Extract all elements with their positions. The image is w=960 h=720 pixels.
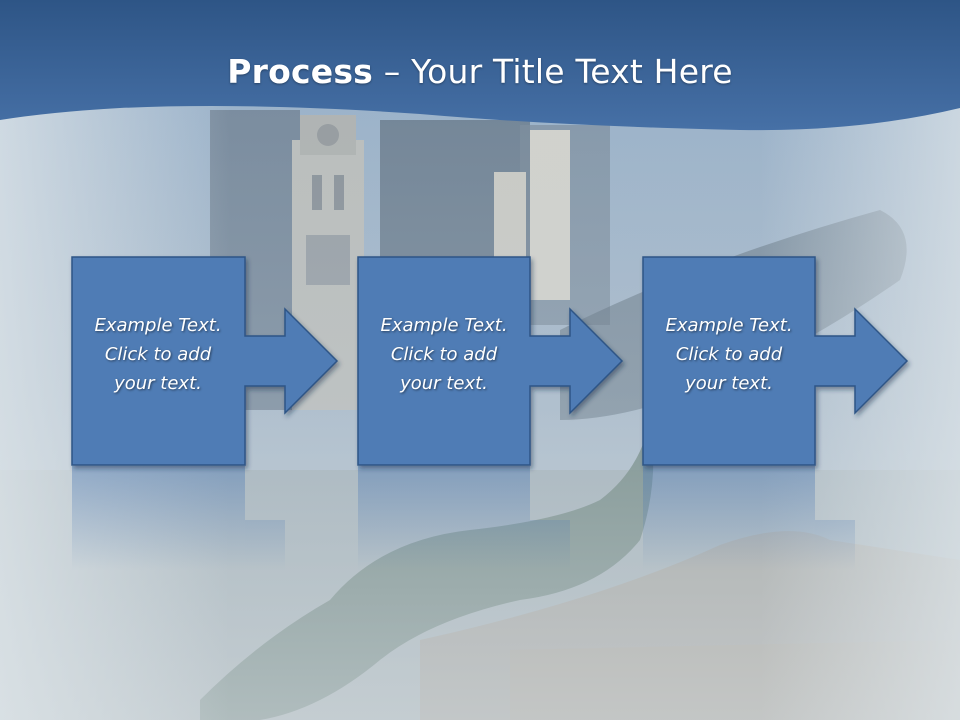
title-bold: Process <box>227 52 374 91</box>
step-3-text[interactable]: Example Text. Click to add your text. <box>643 311 815 398</box>
step-1-line-2: Click to add <box>104 344 212 365</box>
step-1-line-3: your text. <box>114 373 202 394</box>
title-rest: – Your Title Text Here <box>373 52 733 91</box>
step-3-line-2: Click to add <box>675 344 783 365</box>
step-1-line-1: Example Text. <box>94 315 222 336</box>
step-3-line-3: your text. <box>685 373 773 394</box>
slide-title[interactable]: Process – Your Title Text Here <box>0 52 960 91</box>
step-3-reflection <box>643 466 855 570</box>
step-2-line-3: your text. <box>400 373 488 394</box>
step-2-reflection <box>358 466 570 570</box>
step-2-line-1: Example Text. <box>380 315 508 336</box>
step-2-line-2: Click to add <box>390 344 498 365</box>
step-3-line-1: Example Text. <box>665 315 793 336</box>
step-3-shape[interactable] <box>642 256 909 466</box>
step-1-text[interactable]: Example Text. Click to add your text. <box>72 311 244 398</box>
step-1-shape[interactable] <box>71 256 339 466</box>
step-2-text[interactable]: Example Text. Click to add your text. <box>358 311 530 398</box>
step-1-reflection <box>72 466 285 570</box>
step-2-shape[interactable] <box>357 256 624 466</box>
